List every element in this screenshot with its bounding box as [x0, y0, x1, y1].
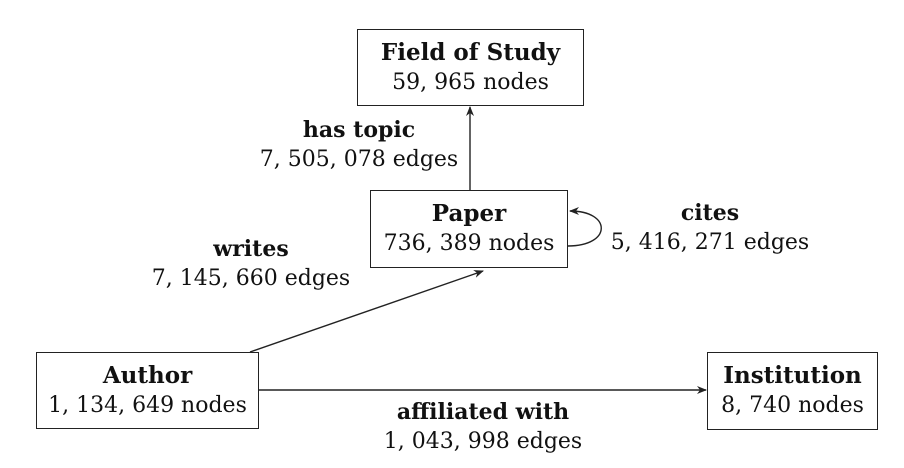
- edge-name: cites: [680, 200, 740, 226]
- edge-label-writes: writes 7, 145, 660 edges: [140, 234, 362, 294]
- node-title: Paper: [431, 200, 507, 227]
- node-title: Author: [102, 361, 193, 389]
- node-field-of-study: Field of Study 59, 965 nodes: [357, 29, 584, 106]
- edge-count: 1, 043, 998 edges: [383, 429, 583, 454]
- edge-count: 7, 505, 078 edges: [259, 147, 459, 172]
- node-title: Field of Study: [380, 38, 561, 66]
- edge-name: has topic: [302, 117, 416, 143]
- edge-name: writes: [213, 236, 289, 262]
- node-count: 59, 965 nodes: [392, 69, 549, 95]
- edge-count: 7, 145, 660 edges: [151, 266, 351, 291]
- cites-loop-arrow: [567, 207, 602, 247]
- node-count: 736, 389 nodes: [383, 231, 555, 256]
- node-count: 8, 740 nodes: [721, 393, 864, 418]
- writes-arrow: [249, 270, 484, 353]
- edge-label-has-topic: has topic 7, 505, 078 edges: [248, 115, 470, 175]
- edge-name: affiliated with: [396, 399, 570, 425]
- edge-count: 5, 416, 271 edges: [610, 230, 810, 255]
- node-title: Institution: [723, 362, 862, 389]
- edge-label-cites: cites 5, 416, 271 edges: [604, 198, 816, 258]
- node-paper: Paper 736, 389 nodes: [370, 190, 568, 268]
- node-count: 1, 134, 649 nodes: [48, 392, 247, 418]
- node-author: Author 1, 134, 649 nodes: [36, 352, 259, 429]
- node-institution: Institution 8, 740 nodes: [707, 352, 878, 430]
- edge-label-affiliated-with: affiliated with 1, 043, 998 edges: [370, 397, 596, 457]
